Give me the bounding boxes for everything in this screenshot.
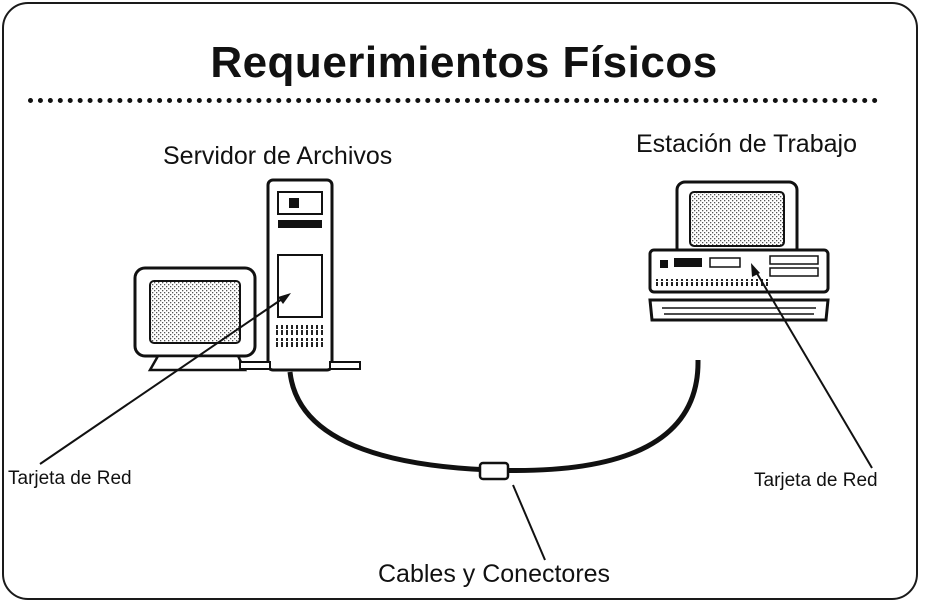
nic-left-label: Tarjeta de Red	[8, 468, 132, 489]
network-cable	[287, 359, 701, 473]
cable-connector-icon	[478, 461, 510, 481]
server-label: Servidor de Archivos	[163, 142, 393, 170]
dotted-divider	[28, 98, 878, 103]
slide-title: Requerimientos Físicos	[210, 38, 718, 87]
cables-pointer	[512, 484, 546, 561]
desktop-computer-icon	[648, 180, 830, 322]
nic-right-pointer	[754, 269, 873, 469]
nic-right-label: Tarjeta de Red	[754, 470, 878, 491]
cables-label: Cables y Conectores	[378, 560, 611, 588]
monitor-icon	[133, 266, 257, 372]
file-server-tower-icon	[239, 178, 361, 372]
workstation-label: Estación de Trabajo	[636, 130, 857, 158]
slide-frame	[2, 2, 918, 600]
nic-left-pointer	[39, 296, 286, 465]
